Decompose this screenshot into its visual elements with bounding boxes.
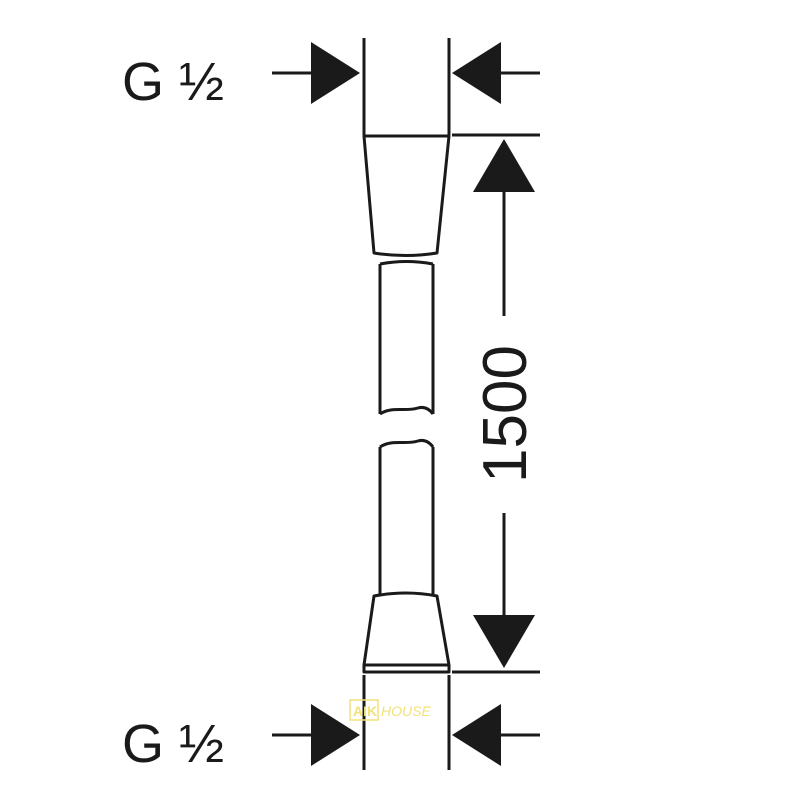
top-right-arrowhead: [452, 42, 501, 104]
top-thread-dimension: G ½: [122, 38, 540, 135]
bottom-break-line: [379, 439, 435, 449]
top-nut: [362, 134, 451, 257]
watermark-part1: AIK: [353, 703, 377, 719]
top-thread-label: G ½: [122, 52, 224, 112]
length-dimension: 1500: [452, 133, 540, 674]
bottom-hose-segment: [378, 447, 435, 596]
bottom-right-arrowhead: [452, 704, 501, 766]
length-dimension-label: 1500: [471, 345, 540, 483]
bottom-left-arrowhead: [311, 704, 360, 766]
watermark-box: [349, 699, 379, 721]
top-break-line: [379, 406, 435, 416]
length-top-arrowhead: [473, 139, 535, 192]
shower-hose: [362, 134, 451, 674]
length-bottom-arrowhead: [473, 615, 535, 668]
top-hose-segment: [378, 260, 435, 414]
watermark-part2: HOUSE: [381, 703, 431, 719]
watermark-logo: AIK HOUSE: [349, 699, 431, 721]
top-left-arrowhead: [311, 42, 360, 104]
bottom-thread-label: G ½: [122, 714, 224, 774]
bottom-nut: [362, 591, 451, 667]
bottom-nut-collar: [362, 665, 451, 674]
bottom-thread-dimension: G ½: [122, 675, 540, 774]
